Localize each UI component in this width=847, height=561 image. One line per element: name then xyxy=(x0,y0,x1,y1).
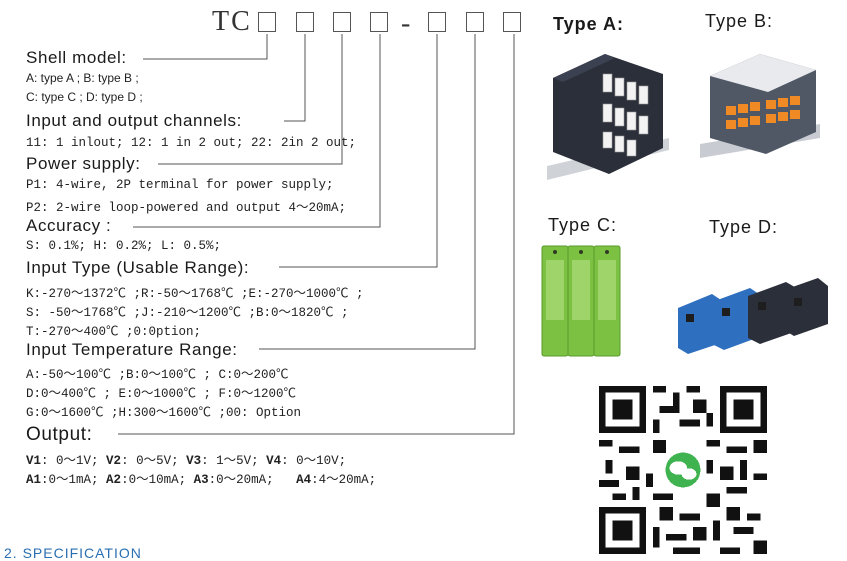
output-v3-value: : 1～5V; xyxy=(201,454,259,468)
output-a3-key: A3 xyxy=(193,473,209,487)
output-current-line: A1:0～1mA; A2:0～10mA; A3:0～20mA; A4:4～20m… xyxy=(26,468,376,487)
accuracy-title: Accuracy : xyxy=(26,216,112,235)
temp-range-line-1: A:-50～100℃ ;B:0～100℃ ; C:0～200℃ xyxy=(26,368,289,382)
shell-line-1: A: type A ; B: type B ; xyxy=(26,71,139,85)
type-b-product-image xyxy=(700,54,820,158)
output-v4-value: : 0～10V; xyxy=(281,454,347,468)
output-v3-key: V3 xyxy=(186,454,202,468)
input-type-line-1: K:-270～1372℃ ;R:-50～1768℃ ;E:-270～1000℃ … xyxy=(26,287,364,301)
input-type-title: Input Type (Usable Range): xyxy=(26,258,250,277)
output-a4-value: :4～20mA; xyxy=(311,473,377,487)
channels-title: Input and output channels: xyxy=(26,111,242,130)
code-box-power xyxy=(333,12,351,32)
code-box-accuracy xyxy=(370,12,388,32)
output-v2-value: : 0～5V; xyxy=(121,454,179,468)
type-c-label: Type C: xyxy=(548,215,618,235)
shell-line-2: C: type C ; D: type D ; xyxy=(26,90,143,104)
type-c-product-image xyxy=(541,245,621,357)
qr-code xyxy=(592,386,774,554)
power-line-1: P1: 4-wire, 2P terminal for power supply… xyxy=(26,178,334,192)
leader-accuracy xyxy=(133,34,381,228)
input-type-line-3: T:-270～400℃ ;0:0ption; xyxy=(26,325,202,339)
section-heading-specification: 2. SPECIFICATION xyxy=(4,545,142,561)
output-a2-value: :0～10mA; xyxy=(121,473,187,487)
accuracy-line-1: S: 0.1%; H: 0.2%; L: 0.5%; xyxy=(26,239,222,253)
output-a1-value: :0～1mA; xyxy=(41,473,99,487)
code-box-shell xyxy=(258,12,276,32)
temp-range-title: Input Temperature Range: xyxy=(26,340,238,359)
type-d-label: Type D: xyxy=(709,217,779,237)
code-box-temp-range xyxy=(466,12,484,32)
output-a1-key: A1 xyxy=(26,473,42,487)
output-title: Output: xyxy=(26,424,93,445)
input-type-line-2: S: -50～1768℃ ;J:-210～1200℃ ;B:0～1820℃ ; xyxy=(26,306,349,320)
temp-range-line-3: G:0～1600℃ ;H:300～1600℃ ;00: Option xyxy=(26,406,302,420)
output-a3-value: :0～20mA; xyxy=(208,473,274,487)
leader-output xyxy=(118,34,515,435)
output-v1-value: : 0～1V; xyxy=(41,454,99,468)
leader-power xyxy=(158,34,343,165)
type-a-product-image xyxy=(547,54,669,180)
output-voltage-line: V1: 0～1V; V2: 0～5V; V3: 1～5V; V4: 0～10V; xyxy=(26,449,346,468)
output-a2-key: A2 xyxy=(106,473,122,487)
shell-title: Shell model: xyxy=(26,48,127,67)
temp-range-line-2: D:0～400℃ ; E:0～1000℃ ; F:0～1200℃ xyxy=(26,387,297,401)
output-v4-key: V4 xyxy=(266,454,282,468)
channels-line-1: 11: 1 inlout; 12: 1 in 2 out; 22: 2in 2 … xyxy=(26,136,357,150)
code-separator: - xyxy=(401,8,411,39)
type-d-product-image xyxy=(678,278,828,354)
code-box-channels xyxy=(296,12,314,32)
type-a-label: Type A: xyxy=(553,14,625,34)
leader-temp-range xyxy=(259,34,476,350)
leader-channels xyxy=(284,34,306,122)
code-box-input-type xyxy=(428,12,446,32)
type-b-label: Type B: xyxy=(705,11,774,31)
leader-input-type xyxy=(279,34,438,268)
model-code-prefix: TC xyxy=(212,6,252,37)
code-box-output xyxy=(503,12,521,32)
power-line-2: P2: 2-wire loop-powered and output 4～20m… xyxy=(26,201,347,215)
output-v1-key: V1 xyxy=(26,454,42,468)
leader-shell xyxy=(143,34,268,60)
output-v2-key: V2 xyxy=(106,454,122,468)
output-a4-key: A4 xyxy=(296,473,312,487)
power-title: Power supply: xyxy=(26,154,141,173)
